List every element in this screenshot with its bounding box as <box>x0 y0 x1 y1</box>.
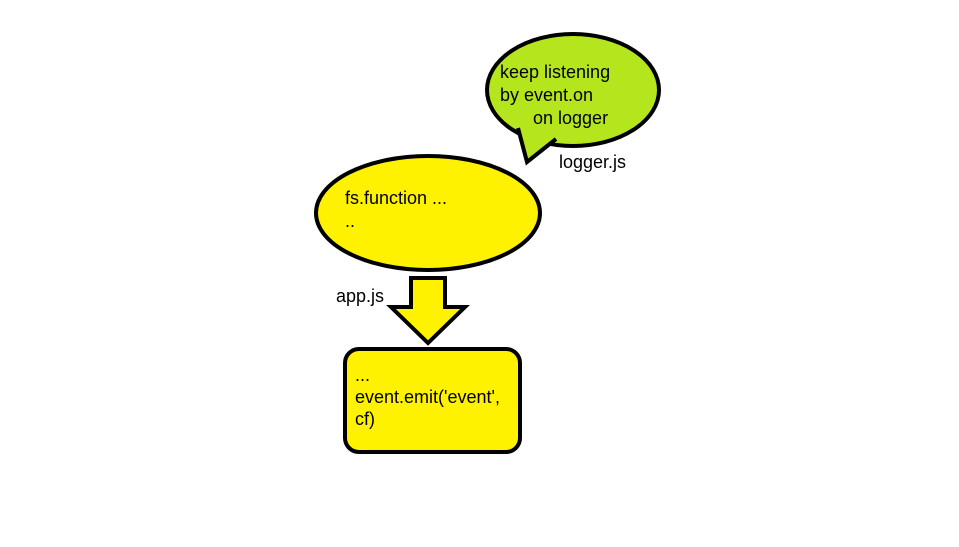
speech-bubble-tail-seam <box>521 126 552 155</box>
down-arrow <box>386 276 470 346</box>
logger-file-label: logger.js <box>559 152 627 172</box>
ellipse-text-line: fs.function ... <box>345 188 448 208</box>
box-text-line: cf) <box>355 409 375 429</box>
box-text-line: ... <box>355 365 371 385</box>
speech-bubble <box>485 32 661 148</box>
speech-bubble-text-line: on logger <box>533 108 609 128</box>
emit-box <box>343 347 522 454</box>
speech-bubble-text-line: by event.on <box>500 85 594 105</box>
speech-bubble-text-line: keep listening <box>500 62 611 82</box>
app-file-label: app.js <box>336 286 385 306</box>
box-text-line: event.emit('event', <box>355 387 500 407</box>
function-ellipse <box>314 154 542 272</box>
ellipse-text-line: .. <box>345 211 356 231</box>
